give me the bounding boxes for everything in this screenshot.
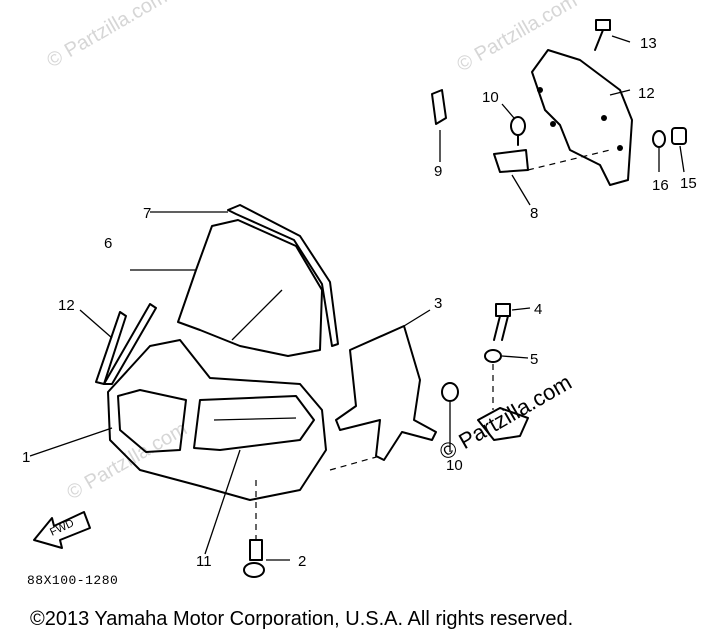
part-7-windshield-trim [150, 204, 339, 347]
callout-6: 6 [104, 235, 112, 252]
callout-2: 2 [298, 553, 306, 570]
callout-7: 7 [143, 205, 151, 222]
part-1-cowling [29, 339, 327, 501]
copyright-notice: ©2013 Yamaha Motor Corporation, U.S.A. A… [30, 608, 574, 630]
callout-11: 11 [196, 553, 212, 570]
part-8-clip [493, 149, 611, 206]
callout-3: 3 [434, 295, 442, 312]
part-10-grommet-bottom [441, 382, 459, 452]
part-10-grommet-top [501, 103, 526, 146]
callout-10-top: 10 [482, 89, 499, 106]
callout-9: 9 [434, 163, 442, 180]
callout-4: 4 [534, 301, 542, 318]
part-3-stay [329, 309, 437, 471]
part-9-clip [431, 89, 447, 162]
mount-plate [477, 407, 529, 441]
callout-15: 15 [680, 175, 697, 192]
reference-code: 88X100-1280 [27, 573, 119, 588]
callout-5: 5 [530, 351, 538, 368]
callout-12: 12 [58, 297, 75, 314]
part-4-bolt [493, 303, 531, 341]
callout-14: 13 [640, 35, 657, 52]
part-5-nut [484, 349, 529, 410]
part-14-bolt [594, 19, 631, 51]
part-13-bracket [531, 49, 633, 186]
fwd-arrow-icon: FWD [33, 511, 91, 549]
part-15-nut [671, 127, 687, 173]
part-16-washer [652, 130, 666, 172]
callout-8: 8 [530, 205, 538, 222]
part-11-panel [204, 449, 241, 555]
callout-13: 12 [638, 85, 655, 102]
part-6-windshield [130, 219, 323, 357]
part-12-trim-strip [79, 303, 157, 385]
callout-16: 16 [652, 177, 669, 194]
callout-1: 1 [22, 449, 30, 466]
callout-10-bottom: 10 [446, 457, 463, 474]
part-2-screw [243, 480, 290, 578]
